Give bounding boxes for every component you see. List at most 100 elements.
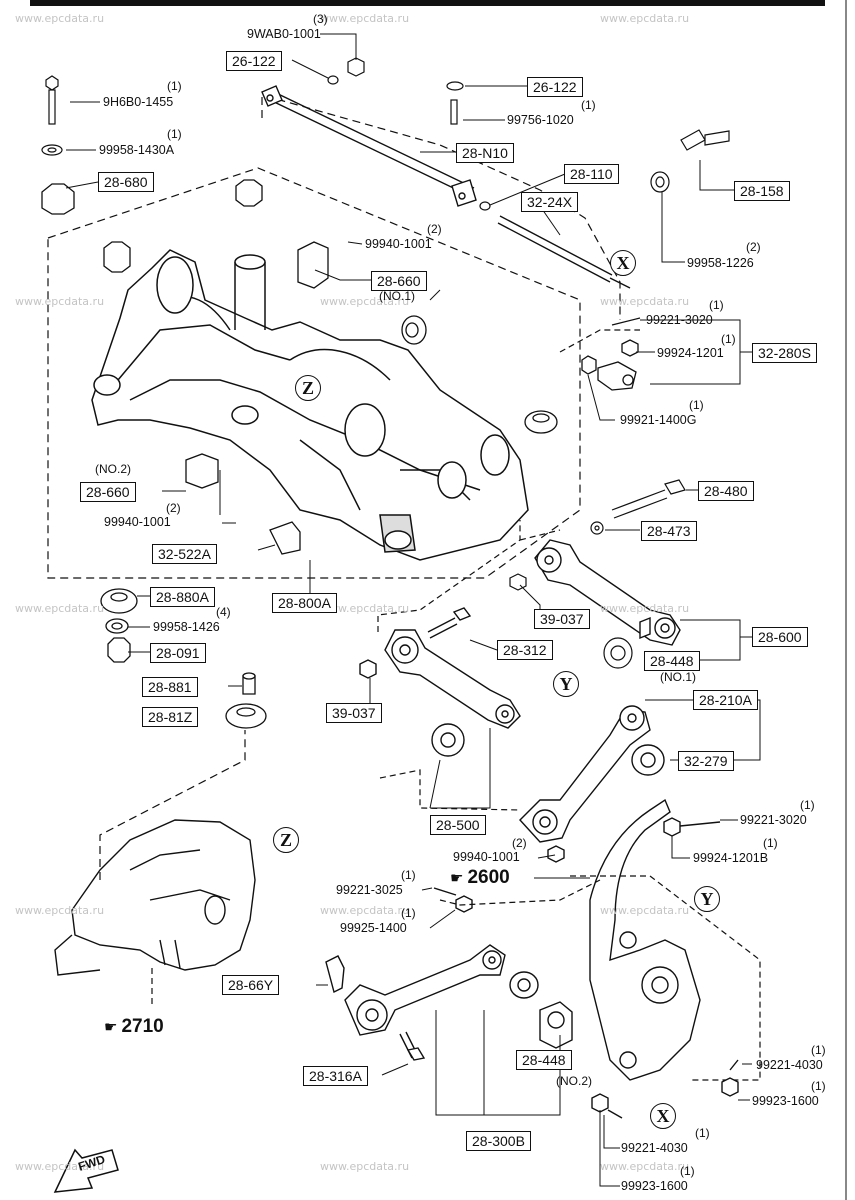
tie-rod [497,215,631,289]
callout-z[interactable]: Z [273,827,299,853]
part-number-99221-3025[interactable]: 99221-3025 [336,883,403,897]
quantity: (2) [512,836,527,850]
watermark: www.epcdata.ru [600,602,690,615]
part-label-32-24x[interactable]: 32-24X [521,192,579,212]
lateral-link [359,607,521,757]
part-number-99958-1430a[interactable]: 99958-1430A [99,143,175,157]
part-label-28-158[interactable]: 28-158 [734,181,790,201]
part-label-32-522a[interactable]: 32-522A [152,544,217,564]
watermark: www.epcdata.ru [600,295,690,308]
watermark: www.epcdata.ru [15,1160,105,1173]
part-label-28-81z[interactable]: 28-81Z [142,707,199,727]
part-number-99940-1001[interactable]: 99940-1001 [453,850,520,864]
part-label-28-312[interactable]: 28-312 [497,640,553,660]
part-label-39-037[interactable]: 39-037 [326,703,382,723]
quantity: (1) [401,906,416,920]
part-label-28-300b[interactable]: 28-300B [466,1131,531,1151]
part-number-9h6b0-1455[interactable]: 9H6B0-1455 [103,95,174,109]
quantity: (4) [216,605,231,619]
part-number-99221-4030[interactable]: 99221-4030 [621,1141,688,1155]
part-label-28-660[interactable]: 28-660 [80,482,136,502]
part-label-28-800a[interactable]: 28-800A [272,593,337,613]
part-label-28-500[interactable]: 28-500 [430,815,486,835]
fwd-arrow-shape [53,1148,119,1193]
quantity: (1) [695,1126,710,1140]
crossmember-group-outline [261,94,621,320]
variant-note: (NO.2) [556,1074,592,1088]
part-number-99940-1001[interactable]: 99940-1001 [365,237,432,251]
part-number-99940-1001[interactable]: 99940-1001 [104,515,171,529]
callout-x[interactable]: X [610,250,636,276]
quantity: (1) [763,836,778,850]
part-number-99958-1226[interactable]: 99958-1226 [687,256,754,270]
part-number-99221-3020[interactable]: 99221-3020 [646,313,713,327]
part-label-28-473[interactable]: 28-473 [641,521,697,541]
lower-arm [325,887,739,1119]
quantity: (1) [680,1164,695,1178]
part-label-28-210a[interactable]: 28-210A [693,690,758,710]
part-label-28-600[interactable]: 28-600 [752,627,808,647]
reference-2600[interactable]: ☛2600 [450,867,510,889]
upper-arm [534,539,681,646]
variant-note: (NO.2) [95,462,131,476]
callout-z[interactable]: Z [295,375,321,401]
part-label-32-279[interactable]: 32-279 [678,751,734,771]
reference-arrow-icon: ☛ [450,870,464,887]
part-label-28-66y[interactable]: 28-66Y [222,975,280,995]
callout-y[interactable]: Y [694,886,720,912]
rear-subframe [91,249,529,561]
differential [54,819,256,976]
part-label-28-680[interactable]: 28-680 [98,172,154,192]
part-number-99221-3020[interactable]: 99221-3020 [740,813,807,827]
part-number-99923-1600[interactable]: 99923-1600 [752,1094,819,1108]
fasteners-topleft [41,57,730,211]
part-label-28-110[interactable]: 28-110 [564,164,619,184]
watermark: www.epcdata.ru [15,12,105,25]
part-label-28-091[interactable]: 28-091 [150,643,206,663]
quantity: (2) [166,501,181,515]
watermark: www.epcdata.ru [320,12,410,25]
part-label-28-660[interactable]: 28-660 [371,271,427,291]
part-label-26-122[interactable]: 26-122 [527,77,583,97]
lower-arm-group [439,879,601,906]
part-number-99958-1426[interactable]: 99958-1426 [153,620,220,634]
variant-note: (NO.1) [379,289,415,303]
reference-2600-label: 2600 [467,867,510,888]
part-number-99756-1020[interactable]: 99756-1020 [507,113,574,127]
reference-2710-label: 2710 [121,1016,164,1037]
part-label-28-316a[interactable]: 28-316A [303,1066,368,1086]
part-number-99923-1600[interactable]: 99923-1600 [621,1179,688,1193]
part-number-9wab0-1001[interactable]: 9WAB0-1001 [247,27,321,41]
quantity: (1) [167,127,182,141]
part-label-32-280s[interactable]: 32-280S [752,343,817,363]
part-label-26-122[interactable]: 26-122 [226,51,282,71]
knuckle-group [570,875,761,1081]
part-label-28-448[interactable]: 28-448 [644,651,700,671]
part-label-39-037[interactable]: 39-037 [534,609,590,629]
leader-lines [65,33,761,1187]
quantity: (1) [800,798,815,812]
quantity: (2) [427,222,442,236]
watermark: www.epcdata.ru [320,1160,410,1173]
quantity: (1) [721,332,736,346]
subframe-mounts [41,179,558,729]
part-label-28-448[interactable]: 28-448 [516,1050,572,1070]
callout-x[interactable]: X [650,1103,676,1129]
part-label-28-880a[interactable]: 28-880A [150,587,215,607]
part-number-99924-1201[interactable]: 99924-1201 [657,346,724,360]
quantity: (1) [167,79,182,93]
reference-arrow-icon: ☛ [104,1019,118,1036]
callout-y[interactable]: Y [553,671,579,697]
part-number-99924-1201b[interactable]: 99924-1201B [693,851,769,865]
part-number-99925-1400[interactable]: 99925-1400 [340,921,407,935]
part-number-99221-4030[interactable]: 99221-4030 [756,1058,823,1072]
part-label-28-480[interactable]: 28-480 [698,481,754,501]
part-number-99921-1400g[interactable]: 99921-1400G [620,413,697,427]
quantity: (3) [313,12,328,26]
quantity: (1) [581,98,596,112]
reference-2710[interactable]: ☛2710 [104,1016,164,1038]
part-label-28-881[interactable]: 28-881 [142,677,198,697]
watermark: www.epcdata.ru [15,295,105,308]
part-label-28-n10[interactable]: 28-N10 [456,143,514,163]
